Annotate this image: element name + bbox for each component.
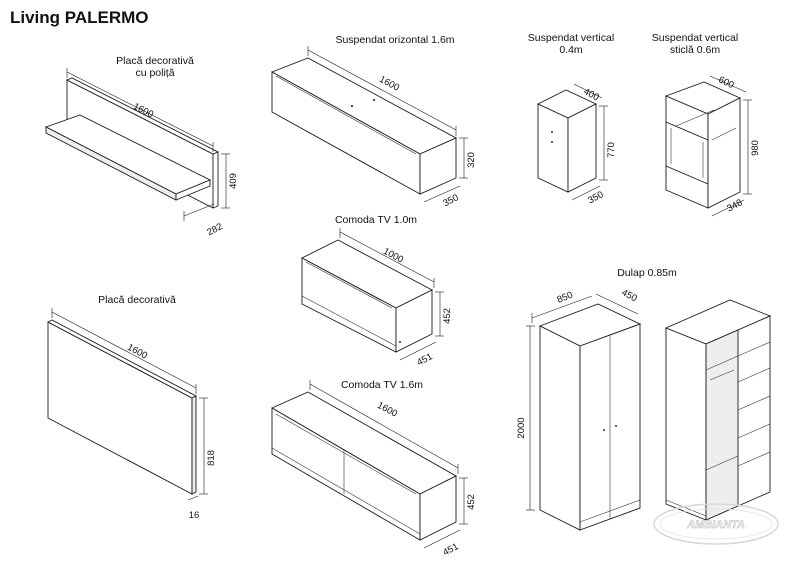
hanging-horizontal-width-label: 1600	[377, 74, 401, 94]
shelf-panel-item: Placă decorativă cu poliță 1600 409 282	[44, 55, 239, 238]
hanging-vertical-glass-height-label: 980	[750, 140, 761, 156]
shelf-panel-caption-line1: Placă decorativă	[116, 55, 194, 67]
hanging-vertical-glass-item: Suspendat vertical sticlă 0.6m 600 980 3…	[652, 32, 761, 217]
decor-panel-width-label: 1600	[125, 342, 149, 362]
shelf-panel-dimension-lines	[66, 68, 230, 221]
ambianta-logo: AMBIANTA	[653, 503, 779, 545]
wardrobe-dimension-lines	[526, 293, 639, 511]
tv-stand-16m-depth-label: 451	[441, 541, 460, 558]
wardrobe-height-label: 2000	[516, 417, 527, 438]
hanging-vertical-item: Suspendat vertical 0.4m 400 770 350	[528, 32, 617, 206]
hanging-vertical-glass-depth-label: 348	[725, 197, 744, 214]
tv-stand-16m-height-label: 452	[466, 494, 477, 510]
tv-stand-16m-caption: Comoda TV 1.6m	[341, 379, 423, 391]
tv-stand-1m-item: Comoda TV 1.0m 1000 452 451	[301, 214, 453, 368]
tv-stand-1m-caption: Comoda TV 1.0m	[335, 214, 417, 226]
shelf-panel-drawing	[44, 77, 220, 209]
hanging-vertical-glass-caption-line1: Suspendat vertical	[652, 32, 738, 44]
decor-panel-item: Placă decorativă 1600 818 16	[47, 294, 217, 521]
decor-panel-depth-label: 16	[189, 510, 200, 521]
wardrobe-depth-label: 450	[620, 287, 639, 304]
tv-stand-16m-width-label: 1600	[375, 400, 399, 420]
tv-stand-1m-depth-label: 451	[415, 351, 434, 368]
hanging-horizontal-height-label: 320	[466, 152, 477, 168]
hanging-horizontal-dimension-lines	[307, 46, 468, 203]
tv-stand-16m-item: Comoda TV 1.6m 1600 452 451	[271, 379, 477, 558]
wardrobe-open-drawing	[664, 299, 772, 521]
hanging-vertical-dimension-lines	[571, 83, 608, 201]
tv-stand-1m-width-label: 1000	[381, 246, 405, 266]
hanging-vertical-height-label: 770	[606, 142, 617, 158]
wardrobe-closed-drawing	[538, 303, 642, 531]
decor-panel-dimension-lines	[51, 308, 208, 501]
hanging-vertical-caption-line1: Suspendat vertical	[528, 32, 614, 44]
decor-panel-caption: Placă decorativă	[98, 294, 176, 306]
page-title: Living PALERMO	[10, 8, 149, 27]
watermark-text: AMBIANTA	[686, 519, 745, 531]
hanging-horizontal-depth-label: 350	[441, 192, 460, 209]
tv-stand-16m-dimension-lines	[309, 380, 468, 549]
decor-panel-drawing	[47, 319, 197, 495]
hanging-horizontal-drawing	[270, 57, 458, 195]
hanging-vertical-caption-line2: 0.4m	[559, 44, 583, 56]
tv-stand-1m-drawing	[301, 239, 433, 353]
hanging-vertical-glass-drawing	[664, 81, 742, 209]
tv-stand-1m-height-label: 452	[442, 308, 453, 324]
wardrobe-item: Dulap 0.85m	[516, 267, 772, 531]
hanging-vertical-depth-label: 350	[586, 189, 605, 206]
shelf-panel-height-label: 409	[228, 173, 239, 189]
shelf-panel-depth-label: 282	[205, 221, 224, 238]
wardrobe-caption: Dulap 0.85m	[617, 267, 677, 279]
hanging-vertical-glass-dimension-lines	[709, 75, 752, 217]
tv-stand-1m-dimension-lines	[339, 228, 444, 361]
shelf-panel-caption-line2: cu poliță	[135, 67, 174, 79]
decor-panel-height-label: 818	[206, 450, 217, 466]
hanging-horizontal-caption: Suspendat orizontal 1.6m	[335, 34, 454, 46]
hanging-horizontal-item: Suspendat orizontal 1.6m 1600 320 350	[270, 34, 477, 209]
hanging-vertical-drawing	[536, 89, 598, 193]
hanging-vertical-glass-caption-line2: sticlă 0.6m	[670, 44, 720, 56]
tv-stand-16m-drawing	[271, 391, 457, 541]
